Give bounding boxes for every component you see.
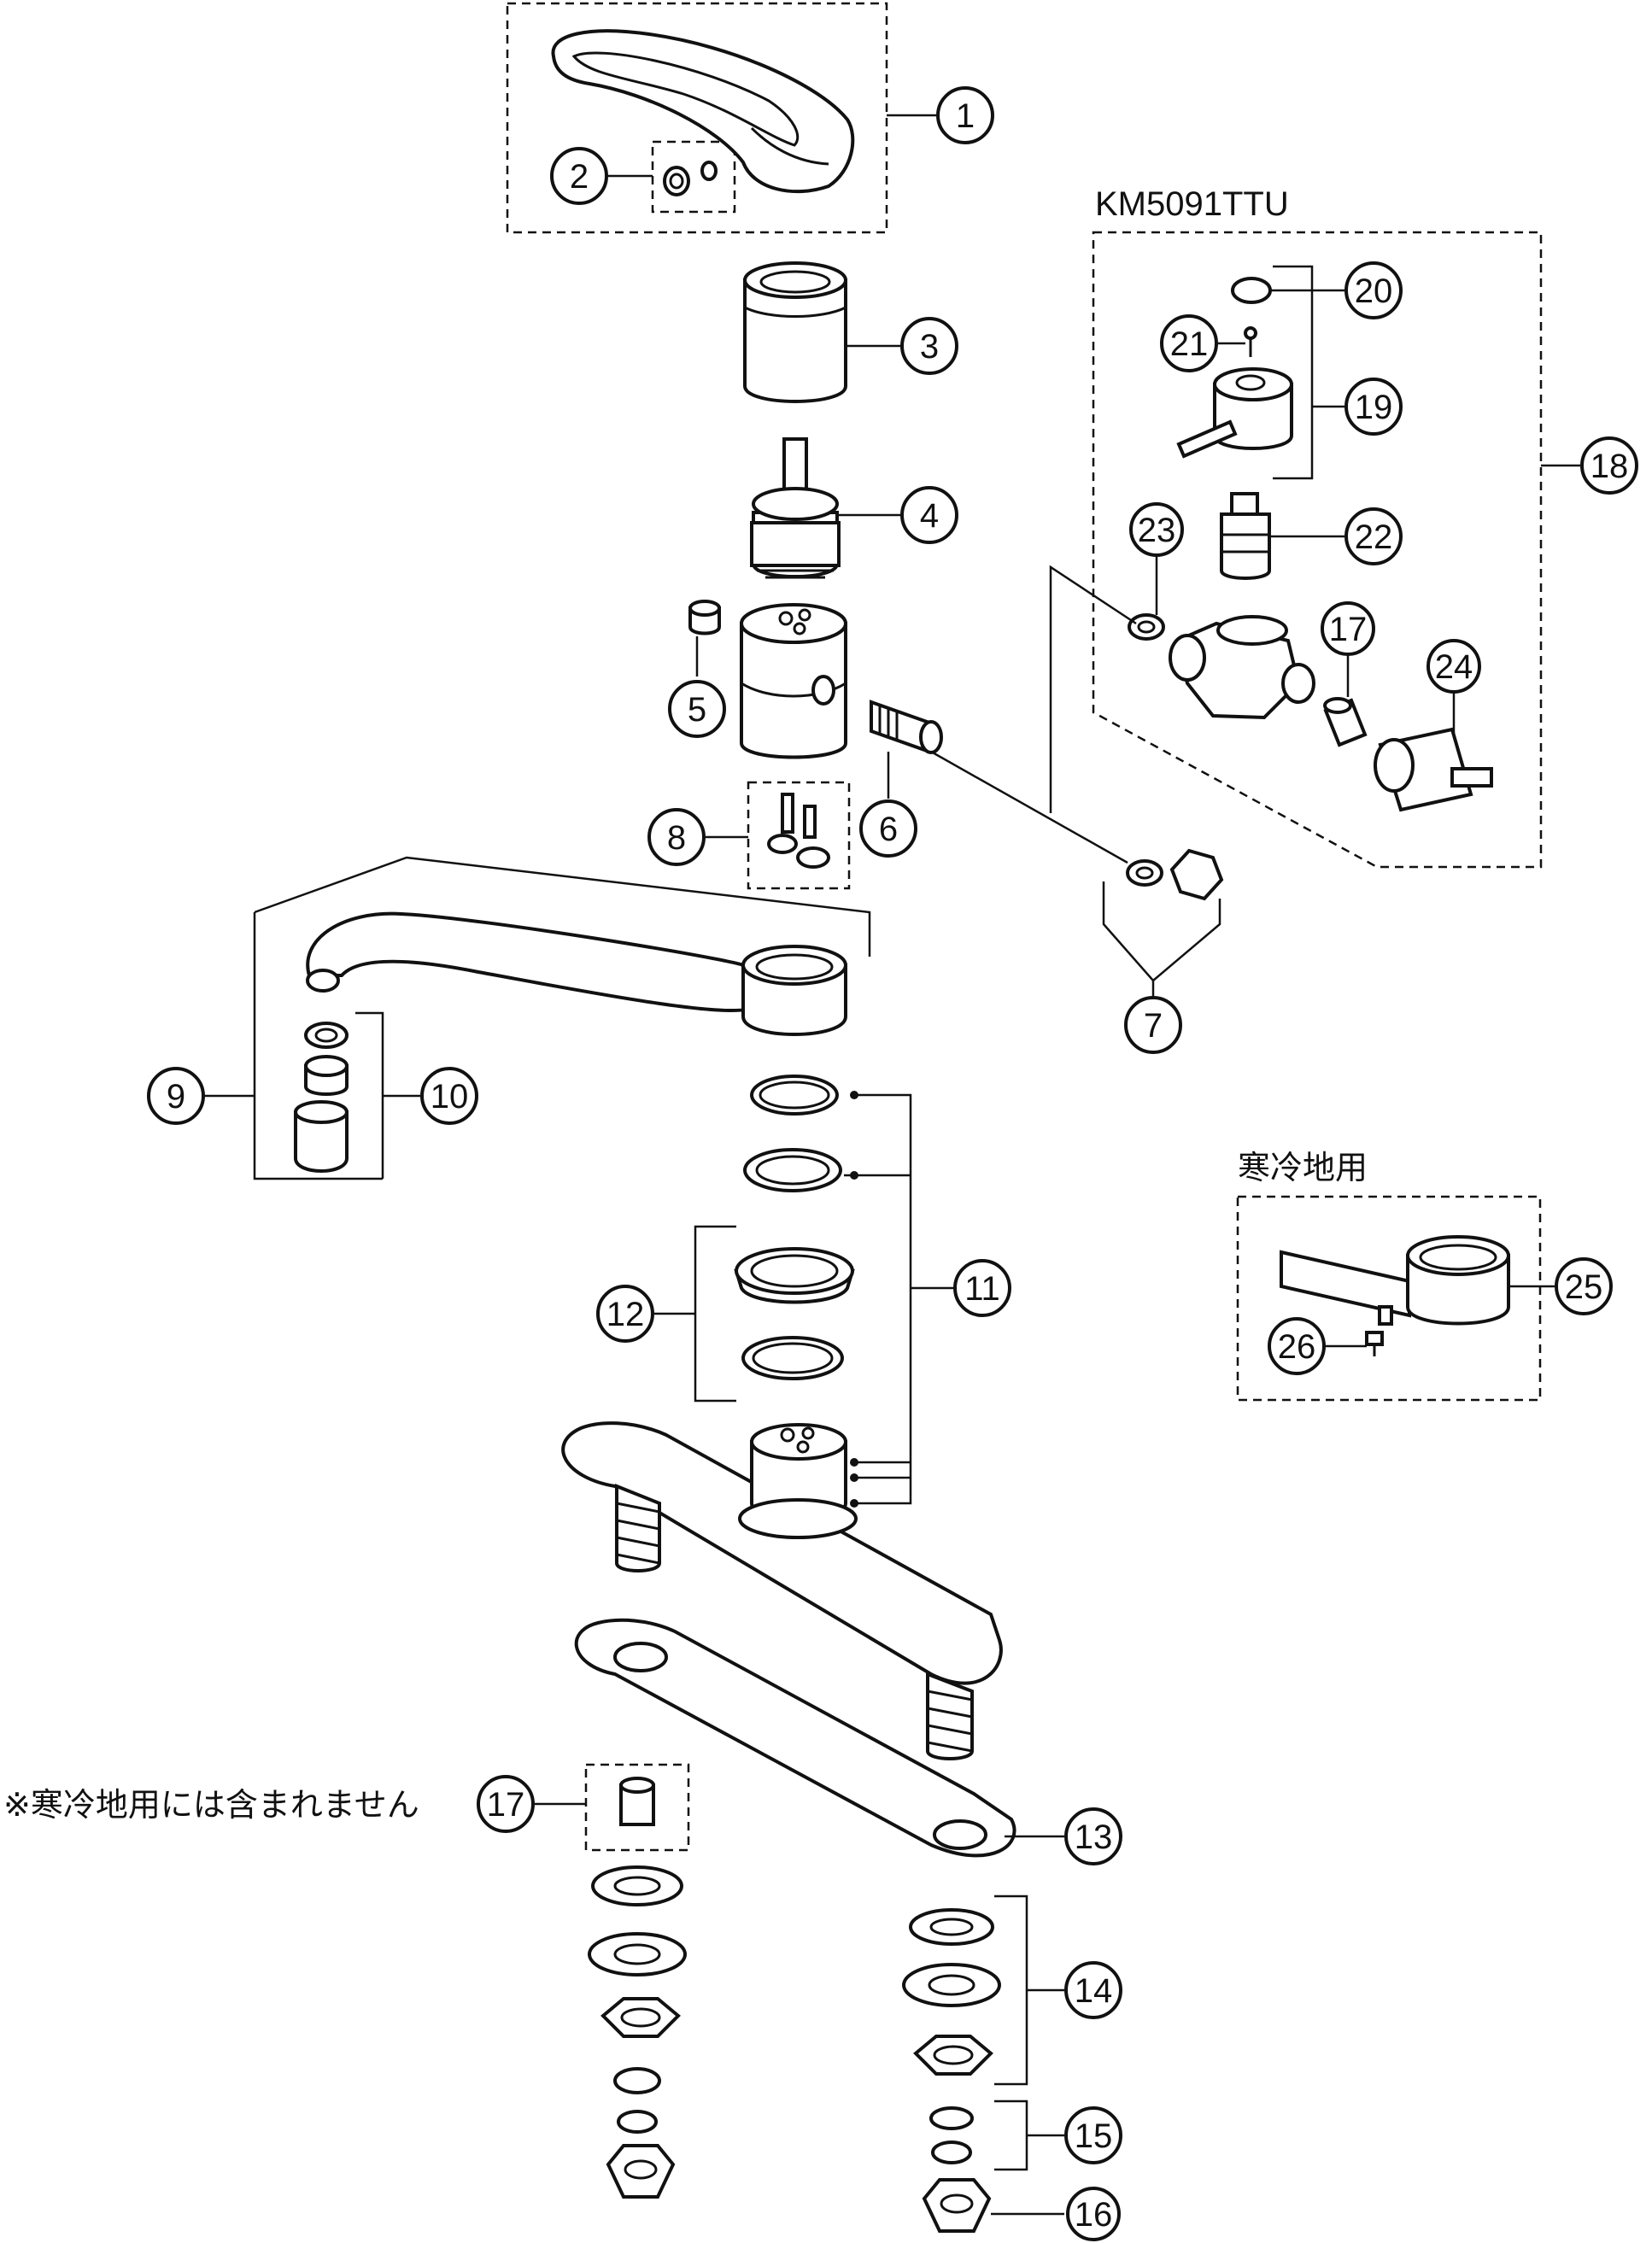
callout-label: 21 bbox=[1170, 325, 1209, 363]
drain-screw bbox=[1365, 1331, 1384, 1356]
callout-label: 10 bbox=[431, 1078, 469, 1116]
aerator-set bbox=[294, 1022, 349, 1173]
callout-label: 11 bbox=[964, 1270, 1000, 1308]
small-plug bbox=[688, 600, 721, 635]
callout-17-lower: 17 bbox=[477, 1775, 535, 1833]
callout-label: 5 bbox=[688, 691, 706, 729]
callout-22: 22 bbox=[1344, 507, 1403, 565]
callout-label: 26 bbox=[1278, 1328, 1316, 1366]
callout-9: 9 bbox=[147, 1067, 205, 1125]
callout-label: 15 bbox=[1075, 2117, 1113, 2155]
callout-label: 4 bbox=[920, 497, 939, 535]
model-variant-label: KM5091TTU bbox=[1095, 185, 1289, 223]
check-valve-lower bbox=[619, 1777, 655, 1826]
callout-label: 9 bbox=[167, 1078, 185, 1116]
callout-3: 3 bbox=[900, 317, 958, 375]
callout-26: 26 bbox=[1268, 1317, 1326, 1375]
cold-region-group-box bbox=[1236, 1195, 1542, 1402]
callout-15: 15 bbox=[1064, 2106, 1122, 2164]
cold-region-note: ※寒冷地用には含まれません bbox=[3, 1786, 419, 1824]
cold-region-label: 寒冷地用 bbox=[1238, 1149, 1368, 1186]
callout-18: 18 bbox=[1580, 436, 1638, 495]
handle-group-box bbox=[506, 2, 888, 234]
km5091ttu-tee-body bbox=[1169, 615, 1315, 720]
km5091ttu-valve-spindle bbox=[1220, 492, 1271, 580]
km5091ttu-check-valve bbox=[1323, 697, 1368, 747]
km5091ttu-stop-valve bbox=[1374, 727, 1493, 812]
callout-label: 2 bbox=[570, 158, 589, 196]
callout-16: 16 bbox=[1066, 2187, 1121, 2241]
connection-nipple bbox=[870, 700, 943, 754]
callout-label: 6 bbox=[879, 811, 898, 848]
callout-label: 1 bbox=[956, 97, 975, 135]
o-ring-set bbox=[743, 1075, 842, 1192]
cold-region-spout bbox=[1280, 1235, 1510, 1326]
callout-20: 20 bbox=[1344, 261, 1403, 319]
callout-21: 21 bbox=[1160, 314, 1218, 372]
callout-label: 22 bbox=[1355, 518, 1393, 556]
callout-10: 10 bbox=[420, 1067, 478, 1125]
callout-label: 16 bbox=[1075, 2196, 1113, 2234]
mounting-base bbox=[561, 1421, 1003, 1760]
gasket-ring-set bbox=[734, 1247, 855, 1380]
right-fitting-stack bbox=[902, 1908, 1001, 2233]
callout-label: 17 bbox=[1329, 611, 1368, 648]
callout-23: 23 bbox=[1129, 502, 1184, 557]
set-screw bbox=[663, 161, 718, 196]
base-gasket-plate bbox=[574, 1618, 1016, 1858]
callout-17-upper: 17 bbox=[1321, 601, 1375, 656]
callout-label: 12 bbox=[606, 1296, 645, 1333]
callout-4: 4 bbox=[900, 486, 958, 544]
callout-11: 11 bbox=[953, 1259, 1011, 1317]
callout-label: 24 bbox=[1435, 648, 1473, 686]
km5091ttu-screw bbox=[1244, 326, 1257, 357]
callout-25: 25 bbox=[1555, 1257, 1613, 1315]
callout-label: 8 bbox=[667, 819, 686, 857]
callout-13: 13 bbox=[1064, 1807, 1122, 1865]
callout-5: 5 bbox=[668, 680, 726, 738]
valve-body bbox=[740, 603, 847, 759]
union-nut-set bbox=[1126, 848, 1224, 901]
pins-group-box bbox=[747, 781, 851, 890]
callout-8: 8 bbox=[647, 808, 706, 866]
callout-12: 12 bbox=[596, 1285, 654, 1343]
cartridge bbox=[750, 437, 841, 579]
callout-7: 7 bbox=[1124, 996, 1182, 1054]
km5091ttu-handle bbox=[1176, 367, 1293, 459]
lever-handle bbox=[551, 29, 855, 194]
left-fitting-stack bbox=[588, 1865, 687, 2199]
strainer-group-box bbox=[584, 1763, 690, 1852]
km5091ttu-washer bbox=[1128, 613, 1165, 641]
callout-label: 3 bbox=[920, 328, 939, 366]
callout-label: 7 bbox=[1144, 1007, 1163, 1045]
callout-label: 20 bbox=[1355, 272, 1393, 310]
callout-14: 14 bbox=[1064, 1961, 1122, 2019]
reference-dots bbox=[850, 1091, 858, 1508]
callout-2: 2 bbox=[550, 147, 608, 205]
pin-set bbox=[767, 793, 830, 869]
callout-label: 17 bbox=[487, 1786, 525, 1824]
km5091ttu-group-box bbox=[1092, 231, 1543, 869]
callout-label: 13 bbox=[1075, 1818, 1113, 1856]
callout-label: 23 bbox=[1138, 512, 1176, 549]
cap-cover bbox=[743, 261, 847, 403]
leader-lines bbox=[203, 114, 1580, 2216]
callout-label: 18 bbox=[1590, 448, 1629, 485]
callout-24: 24 bbox=[1426, 639, 1481, 694]
callout-label: 14 bbox=[1075, 1972, 1113, 2010]
callout-1: 1 bbox=[936, 86, 994, 144]
km5091ttu-cap bbox=[1231, 277, 1272, 304]
spout bbox=[306, 911, 847, 1036]
callout-6: 6 bbox=[859, 799, 917, 858]
callout-19: 19 bbox=[1344, 378, 1403, 436]
callout-label: 19 bbox=[1355, 389, 1393, 426]
callout-label: 25 bbox=[1565, 1268, 1603, 1306]
